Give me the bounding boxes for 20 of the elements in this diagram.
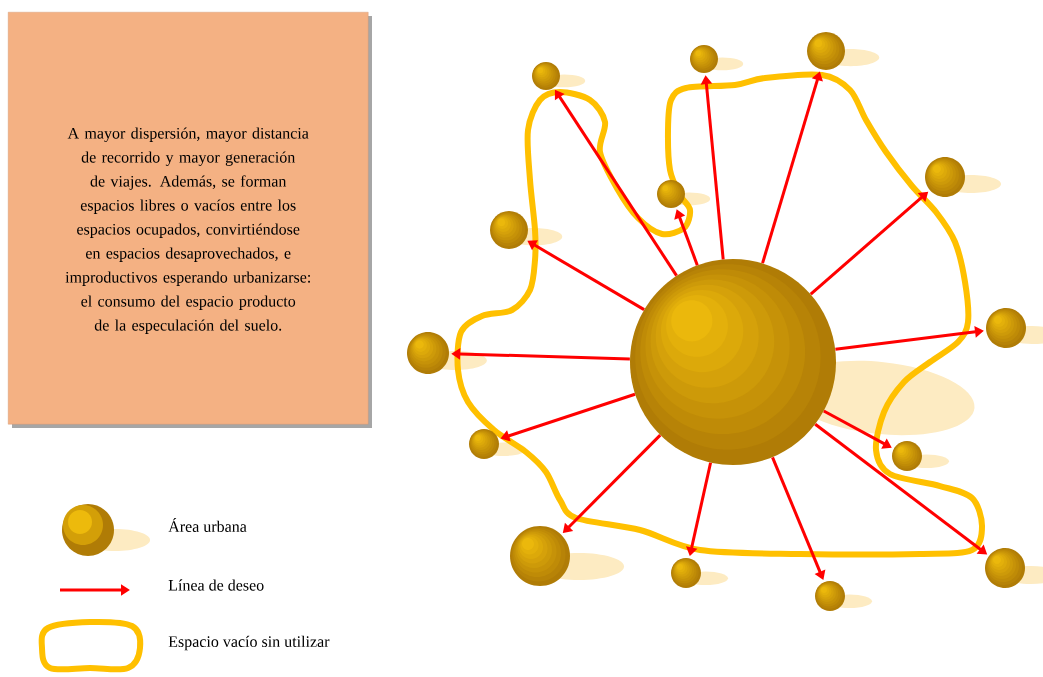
town-circle xyxy=(510,526,570,586)
town-circle xyxy=(925,157,965,197)
town-circle xyxy=(815,581,845,611)
town-circle xyxy=(807,32,845,70)
text-box: A mayor dispersión, mayor distancia de recorrido y mayor generación de viajes. Además, se forman espacios libres o vacíos entre los espacios ocupados, convirtiéndose en espacios desaprovechados, e improductivos esperando urbanizarse: el consumo del espacio producto de la especulación del suelo. xyxy=(8,12,372,428)
town-circle xyxy=(532,62,560,90)
town-circle xyxy=(671,558,701,588)
legend-label: Línea de deseo xyxy=(168,579,264,591)
town-circle xyxy=(469,429,499,459)
city-circle xyxy=(630,259,836,465)
legend-label: Espacio vacío sin utilizar xyxy=(168,635,330,651)
legend-label: Área urbana xyxy=(168,518,247,532)
town-circle xyxy=(690,45,718,73)
town-circle xyxy=(657,180,685,208)
town-circle xyxy=(407,332,449,374)
town-circle xyxy=(892,441,922,471)
town-circle xyxy=(986,308,1026,348)
arrow xyxy=(823,409,892,449)
town-circle xyxy=(985,548,1025,588)
town-circle xyxy=(490,211,528,249)
